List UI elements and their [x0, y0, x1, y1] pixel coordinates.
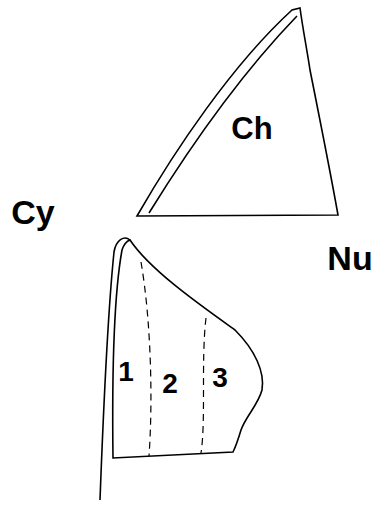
region-label: Cy	[11, 195, 54, 229]
organelle-outline: Ch	[128, 4, 348, 222]
callout-number: 2	[162, 370, 178, 398]
membrane-line	[137, 8, 338, 216]
structure-label: Ch	[231, 113, 272, 144]
callout-number: 3	[212, 364, 228, 392]
zone-boundary	[201, 318, 206, 453]
membrane-line	[113, 240, 263, 458]
zone-boundary	[141, 262, 151, 456]
region-label: Nu	[327, 241, 372, 275]
membrane-line	[149, 16, 297, 213]
callout-number: 1	[118, 358, 134, 386]
zoned-region: 12 3	[94, 232, 274, 505]
